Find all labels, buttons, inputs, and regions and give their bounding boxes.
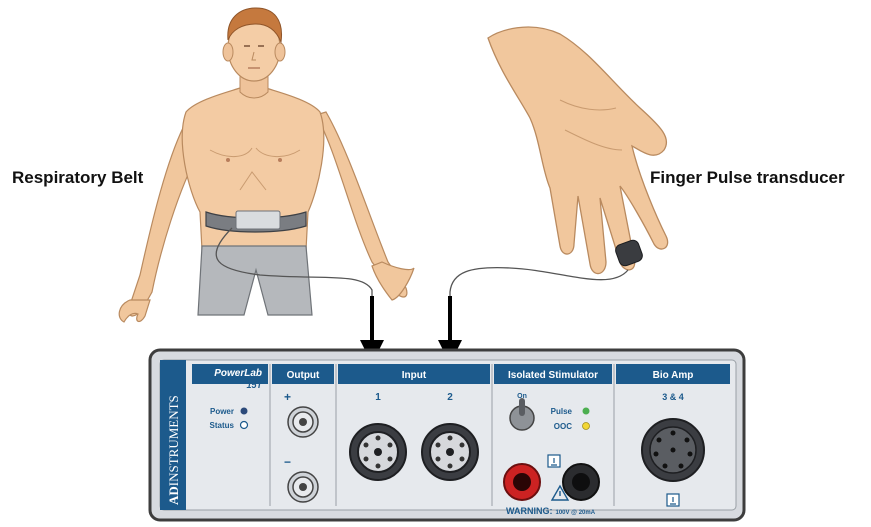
- stimulator-negative-terminal-icon: [563, 464, 599, 500]
- output-minus: −: [284, 455, 291, 469]
- input-1-label: 1: [375, 392, 381, 403]
- din-connector-icon: [350, 424, 406, 480]
- model-name: PowerLab: [214, 368, 262, 379]
- ooc-led-icon: [583, 423, 590, 430]
- section-bioamp: Bio Amp: [653, 370, 694, 381]
- powerlab-device: ADINSTRUMENTS PowerLab 15T Output Input …: [150, 350, 744, 520]
- model-number: 15T: [246, 380, 263, 390]
- status-label: Status: [210, 421, 235, 430]
- finger-pulse-label: Finger Pulse transducer: [650, 168, 845, 188]
- ooc-label: OOC: [554, 422, 572, 431]
- respiratory-belt-label: Respiratory Belt: [12, 168, 143, 188]
- power-led-icon: [241, 408, 248, 415]
- pulse-label: Pulse: [551, 407, 573, 416]
- isolation-symbol-icon: [667, 494, 679, 506]
- hand-icon: [488, 27, 668, 274]
- isolation-symbol-icon: [548, 455, 560, 467]
- input-2-label: 2: [447, 392, 453, 403]
- bioamp-channels: 3 & 4: [662, 392, 684, 402]
- section-input: Input: [402, 370, 427, 381]
- brand-text: ADINSTRUMENTS: [166, 395, 181, 505]
- bnc-connector-icon: [288, 472, 318, 502]
- stimulator-positive-terminal-icon: [504, 464, 540, 500]
- section-stimulator: Isolated Stimulator: [508, 370, 598, 381]
- section-output: Output: [287, 370, 320, 381]
- power-label: Power: [210, 407, 234, 416]
- bnc-connector-icon: [288, 407, 318, 437]
- din-connector-icon: [642, 419, 704, 481]
- status-led-icon: [241, 422, 248, 429]
- output-plus: +: [284, 390, 291, 404]
- din-connector-icon: [422, 424, 478, 480]
- pulse-led-icon: [583, 408, 590, 415]
